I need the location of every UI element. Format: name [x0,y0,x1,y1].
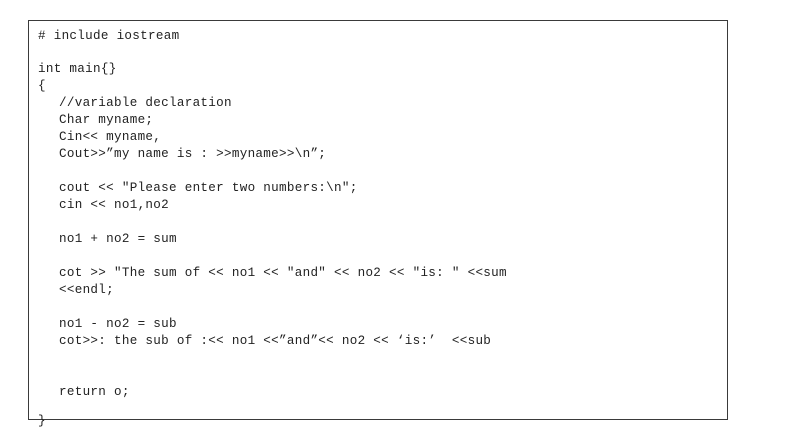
code-line-sum: no1 + no2 = sum [59,232,177,246]
code-line-endl: <<endl; [59,283,115,297]
code-line-cot-sum: cot >> "The sum of << no1 << "and" << no… [59,266,507,280]
code-line-cot-sub: cot>>: the sub of :<< no1 <<”and”<< no2 … [59,334,492,348]
code-line-comment: //variable declaration [59,96,232,110]
code-line-char-decl: Char myname; [59,113,154,127]
code-line-return: return o; [59,385,130,399]
code-line-cin-nums: cin << no1,no2 [59,198,170,212]
code-line-sub: no1 - no2 = sub [59,317,177,331]
code-line-close-brace: } [38,414,46,428]
code-line-cout-prompt: cout << "Please enter two numbers:\n"; [59,181,358,195]
code-block [28,20,728,420]
code-line-main: int main{} [38,62,117,76]
code-line-include: # include iostream [38,29,180,43]
code-line-open-brace: { [38,79,46,93]
code-line-cin-name: Cin<< myname, [59,130,162,144]
code-line-cout-name: Cout>>”my name is : >>myname>>\n”; [59,147,327,161]
